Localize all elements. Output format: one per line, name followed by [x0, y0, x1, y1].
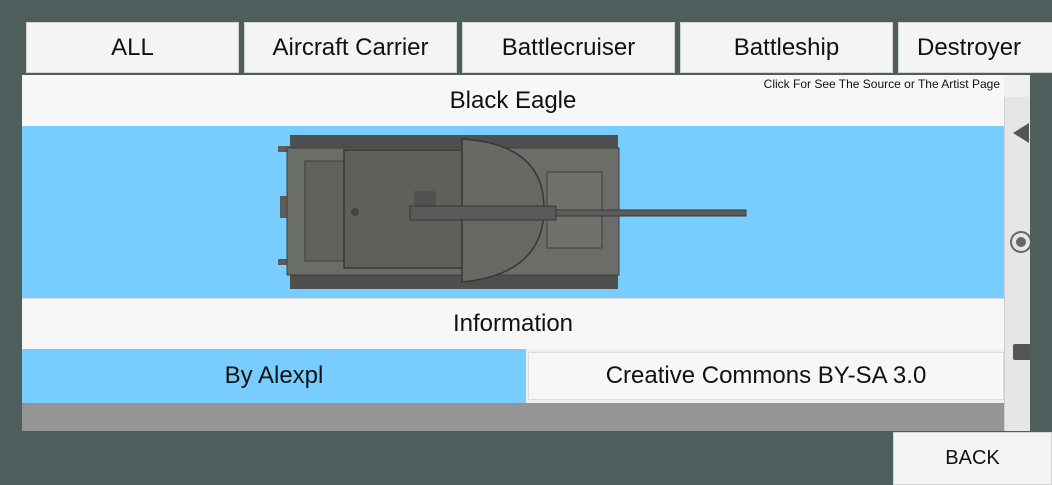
detail-panel: Black Eagle Click For See The Source or …: [22, 75, 1030, 431]
back-button[interactable]: BACK: [893, 432, 1052, 485]
information-button[interactable]: Information: [22, 298, 1004, 349]
radio-icon[interactable]: [1010, 231, 1030, 253]
play-left-icon[interactable]: [1013, 123, 1029, 143]
item-title: Black Eagle: [449, 86, 577, 114]
tab-destroyer[interactable]: Destroyer: [898, 22, 1052, 73]
tab-all[interactable]: ALL: [26, 22, 239, 73]
bottom-bar: [22, 403, 1004, 431]
tab-aircraft-carrier[interactable]: Aircraft Carrier: [244, 22, 457, 73]
source-link[interactable]: Click For See The Source or The Artist P…: [763, 77, 1000, 91]
information-label: Information: [452, 310, 574, 337]
stop-square-icon[interactable]: [1013, 344, 1030, 360]
license-button[interactable]: Creative Commons BY-SA 3.0: [528, 352, 1004, 400]
credits-row: By Alexpl Creative Commons BY-SA 3.0: [22, 349, 1004, 403]
side-scrollbar[interactable]: [1004, 97, 1030, 431]
tank-image[interactable]: [22, 126, 1004, 298]
scrollbar-controls: [1010, 123, 1030, 360]
tab-battleship[interactable]: Battleship: [680, 22, 893, 73]
tab-battlecruiser[interactable]: Battlecruiser: [462, 22, 675, 73]
author-label: By Alexpl: [224, 362, 324, 389]
license-label: Creative Commons BY-SA 3.0: [605, 362, 927, 389]
author-button[interactable]: By Alexpl: [22, 349, 526, 403]
image-area: [22, 126, 1004, 298]
category-tabs: ALL Aircraft Carrier Battlecruiser Battl…: [0, 0, 1052, 75]
item-title-row: Black Eagle: [22, 75, 1004, 126]
